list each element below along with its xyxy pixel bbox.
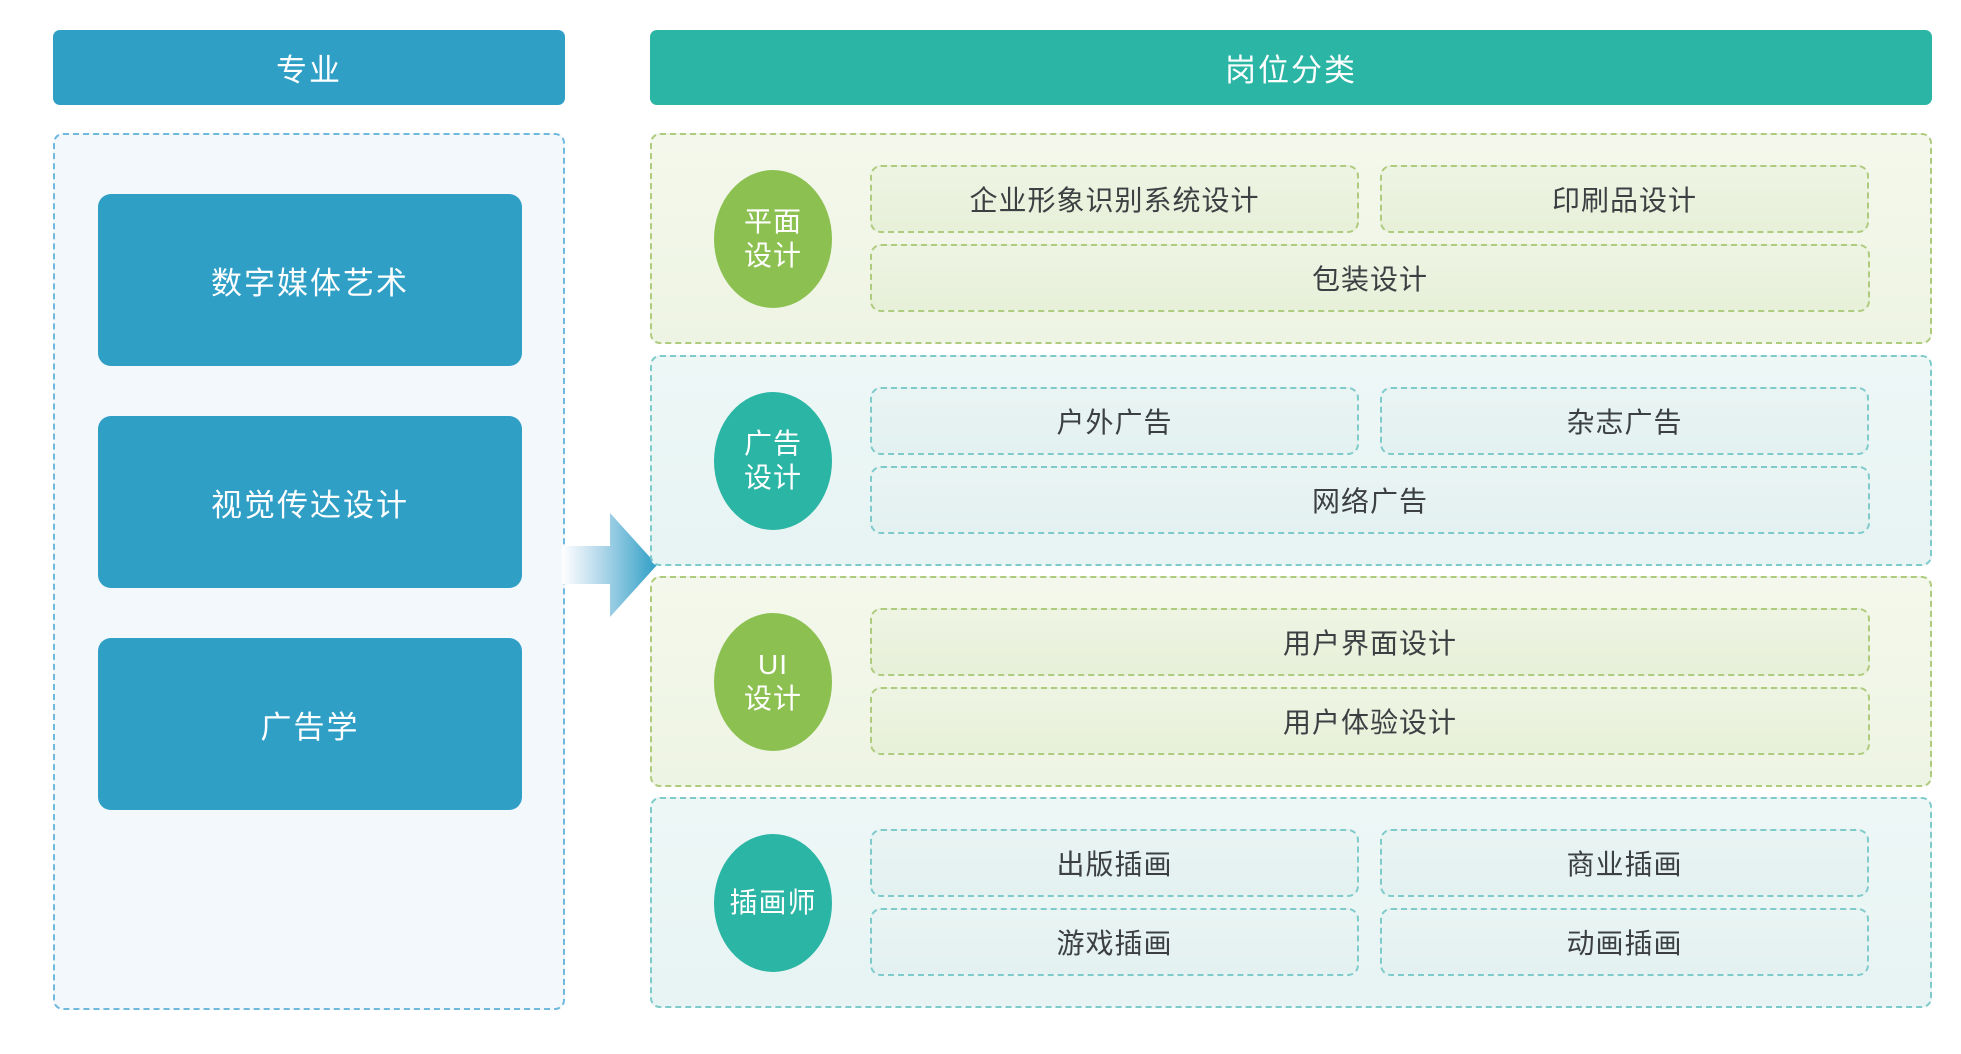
job-chip[interactable]: 包装设计 xyxy=(870,244,1870,312)
job-chip-label: 印刷品设计 xyxy=(1551,185,1697,216)
job-chip-label: 包装设计 xyxy=(1311,264,1428,295)
job-chip-label: 出版插画 xyxy=(1056,849,1173,880)
job-chip-label: 动画插画 xyxy=(1566,928,1683,959)
job-group-badge-line: 设计 xyxy=(743,239,802,271)
job-group-badge[interactable]: UI 设计 xyxy=(714,612,832,751)
job-chip-label: 游戏插画 xyxy=(1056,928,1173,959)
job-chip[interactable]: 用户界面设计 xyxy=(870,608,1870,676)
major-card-label: 数字媒体艺术 xyxy=(211,265,409,301)
job-chip-list: 企业形象识别系统设计 印刷品设计 包装设计 xyxy=(870,165,1870,312)
majors-panel: 专业 数字媒体艺术 视觉传达设计 广告学 xyxy=(53,30,565,1010)
job-group-badge-line: UI xyxy=(758,649,788,681)
major-card-advertising[interactable]: 广告学 xyxy=(98,638,522,810)
job-group-ui-design: UI 设计 用户界面设计 用户体验设计 xyxy=(650,576,1932,787)
job-chip-list: 用户界面设计 用户体验设计 xyxy=(870,608,1870,755)
job-chip[interactable]: 印刷品设计 xyxy=(1380,165,1869,233)
job-chip[interactable]: 出版插画 xyxy=(870,829,1359,897)
job-chip[interactable]: 用户体验设计 xyxy=(870,687,1870,755)
job-group-illustrator: 插画师 出版插画 商业插画 游戏插画 动画插画 xyxy=(650,797,1932,1008)
job-chip-list: 户外广告 杂志广告 网络广告 xyxy=(870,387,1870,534)
job-chip-label: 户外广告 xyxy=(1056,407,1173,438)
job-chip[interactable]: 户外广告 xyxy=(870,387,1359,455)
job-chip-label: 商业插画 xyxy=(1566,849,1683,880)
job-group-badge-line: 平面 xyxy=(743,206,802,238)
job-categories-panel-header: 岗位分类 xyxy=(650,30,1932,105)
job-chip[interactable]: 企业形象识别系统设计 xyxy=(870,165,1359,233)
job-chip[interactable]: 商业插画 xyxy=(1380,829,1869,897)
job-chip[interactable]: 网络广告 xyxy=(870,466,1870,534)
job-chip-label: 网络广告 xyxy=(1311,486,1428,517)
job-chip-label: 杂志广告 xyxy=(1566,407,1683,438)
job-chip-label: 企业形象识别系统设计 xyxy=(969,185,1260,216)
majors-panel-header: 专业 xyxy=(53,30,565,105)
job-group-badge[interactable]: 广告 设计 xyxy=(714,391,832,530)
job-group-badge-line: 设计 xyxy=(743,682,802,714)
job-chip-label: 用户体验设计 xyxy=(1282,707,1457,738)
major-card-label: 广告学 xyxy=(260,709,360,745)
majors-list-container: 数字媒体艺术 视觉传达设计 广告学 xyxy=(53,133,565,1010)
job-group-badge-line: 设计 xyxy=(743,461,802,493)
job-chip[interactable]: 游戏插画 xyxy=(870,908,1359,976)
job-chip[interactable]: 动画插画 xyxy=(1380,908,1869,976)
job-chip-label: 用户界面设计 xyxy=(1282,628,1457,659)
job-group-badge[interactable]: 插画师 xyxy=(714,833,832,972)
right-arrow-icon xyxy=(562,513,657,617)
job-group-graphic-design: 平面 设计 企业形象识别系统设计 印刷品设计 包装设计 xyxy=(650,133,1932,344)
job-groups-container: 平面 设计 企业形象识别系统设计 印刷品设计 包装设计 广告 设计 xyxy=(650,133,1932,1010)
major-card-visual-communication-design[interactable]: 视觉传达设计 xyxy=(98,416,522,588)
major-card-label: 视觉传达设计 xyxy=(211,487,409,523)
major-card-digital-media-art[interactable]: 数字媒体艺术 xyxy=(98,194,522,366)
job-chip[interactable]: 杂志广告 xyxy=(1380,387,1869,455)
job-group-badge[interactable]: 平面 设计 xyxy=(714,169,832,308)
job-group-badge-line: 插画师 xyxy=(729,886,817,918)
job-group-badge-line: 广告 xyxy=(743,428,802,460)
job-group-advertising-design: 广告 设计 户外广告 杂志广告 网络广告 xyxy=(650,355,1932,566)
job-chip-list: 出版插画 商业插画 游戏插画 动画插画 xyxy=(870,829,1870,976)
job-categories-panel: 岗位分类 平面 设计 企业形象识别系统设计 印刷品设计 包装设计 xyxy=(650,30,1932,1010)
